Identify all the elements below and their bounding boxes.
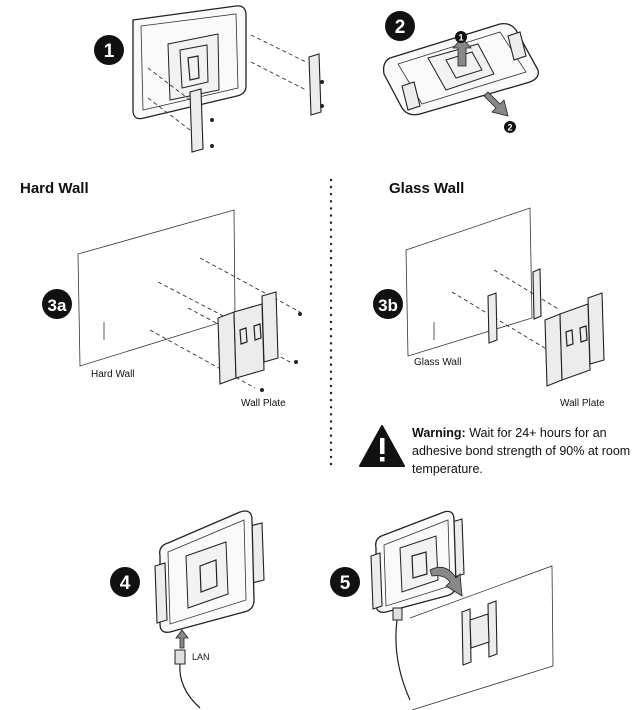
lan-label: LAN xyxy=(192,652,210,662)
step-2-sub-marker-2 xyxy=(504,121,516,133)
warning-message: Warning: Wait for 24+ hours for an adhes… xyxy=(412,424,634,478)
step-1-badge-label: 1 xyxy=(104,41,115,62)
step-5-badge xyxy=(330,567,360,597)
step-2-badge xyxy=(385,11,415,41)
step-1-badge xyxy=(94,35,124,65)
step-3a-badge xyxy=(42,289,72,319)
step-2-illustration: 2 1 2 xyxy=(382,11,539,133)
step-4-badge xyxy=(110,567,140,597)
step-5-illustration: 5 xyxy=(330,510,554,710)
warning-triangle-icon xyxy=(359,425,405,467)
step-3a-badge-label: 3a xyxy=(48,296,67,315)
wall-plate-label-right: Wall Plate xyxy=(560,398,605,409)
step-3a-illustration: 3a xyxy=(42,209,302,392)
step-2-sub-marker-1 xyxy=(455,31,467,43)
step-2-sub-marker-1-label: 1 xyxy=(458,33,463,43)
step-3b-badge xyxy=(373,289,403,319)
step-5-badge-label: 5 xyxy=(340,573,351,594)
step-4-badge-label: 4 xyxy=(120,573,131,594)
hard-wall-panel xyxy=(77,209,236,367)
step-2-badge-label: 2 xyxy=(395,17,406,38)
glass-wall-label: Glass Wall xyxy=(414,357,462,368)
step-1-illustration: 1 xyxy=(94,5,324,153)
hard-wall-label: Hard Wall xyxy=(91,369,135,380)
glass-wall-heading: Glass Wall xyxy=(389,180,465,197)
step-4-illustration: 4 xyxy=(110,510,265,709)
step-2-sub-marker-2-label: 2 xyxy=(507,123,512,133)
insert-arrow-icon xyxy=(175,629,189,649)
warning-body: Wait for 24+ hours for an adhesive bond … xyxy=(412,426,631,476)
hard-wall-heading: Hard Wall xyxy=(20,180,89,197)
hang-arrow-icon xyxy=(429,566,463,597)
warning-title: Warning: xyxy=(412,426,466,440)
glass-wall-panel xyxy=(405,207,533,357)
step-3b-badge-label: 3b xyxy=(378,296,398,315)
wall-plate-label-left: Wall Plate xyxy=(241,398,286,409)
lan-plug-icon xyxy=(392,607,403,621)
lan-connector-icon xyxy=(174,649,186,665)
step-3b-illustration: 3b xyxy=(373,207,605,387)
